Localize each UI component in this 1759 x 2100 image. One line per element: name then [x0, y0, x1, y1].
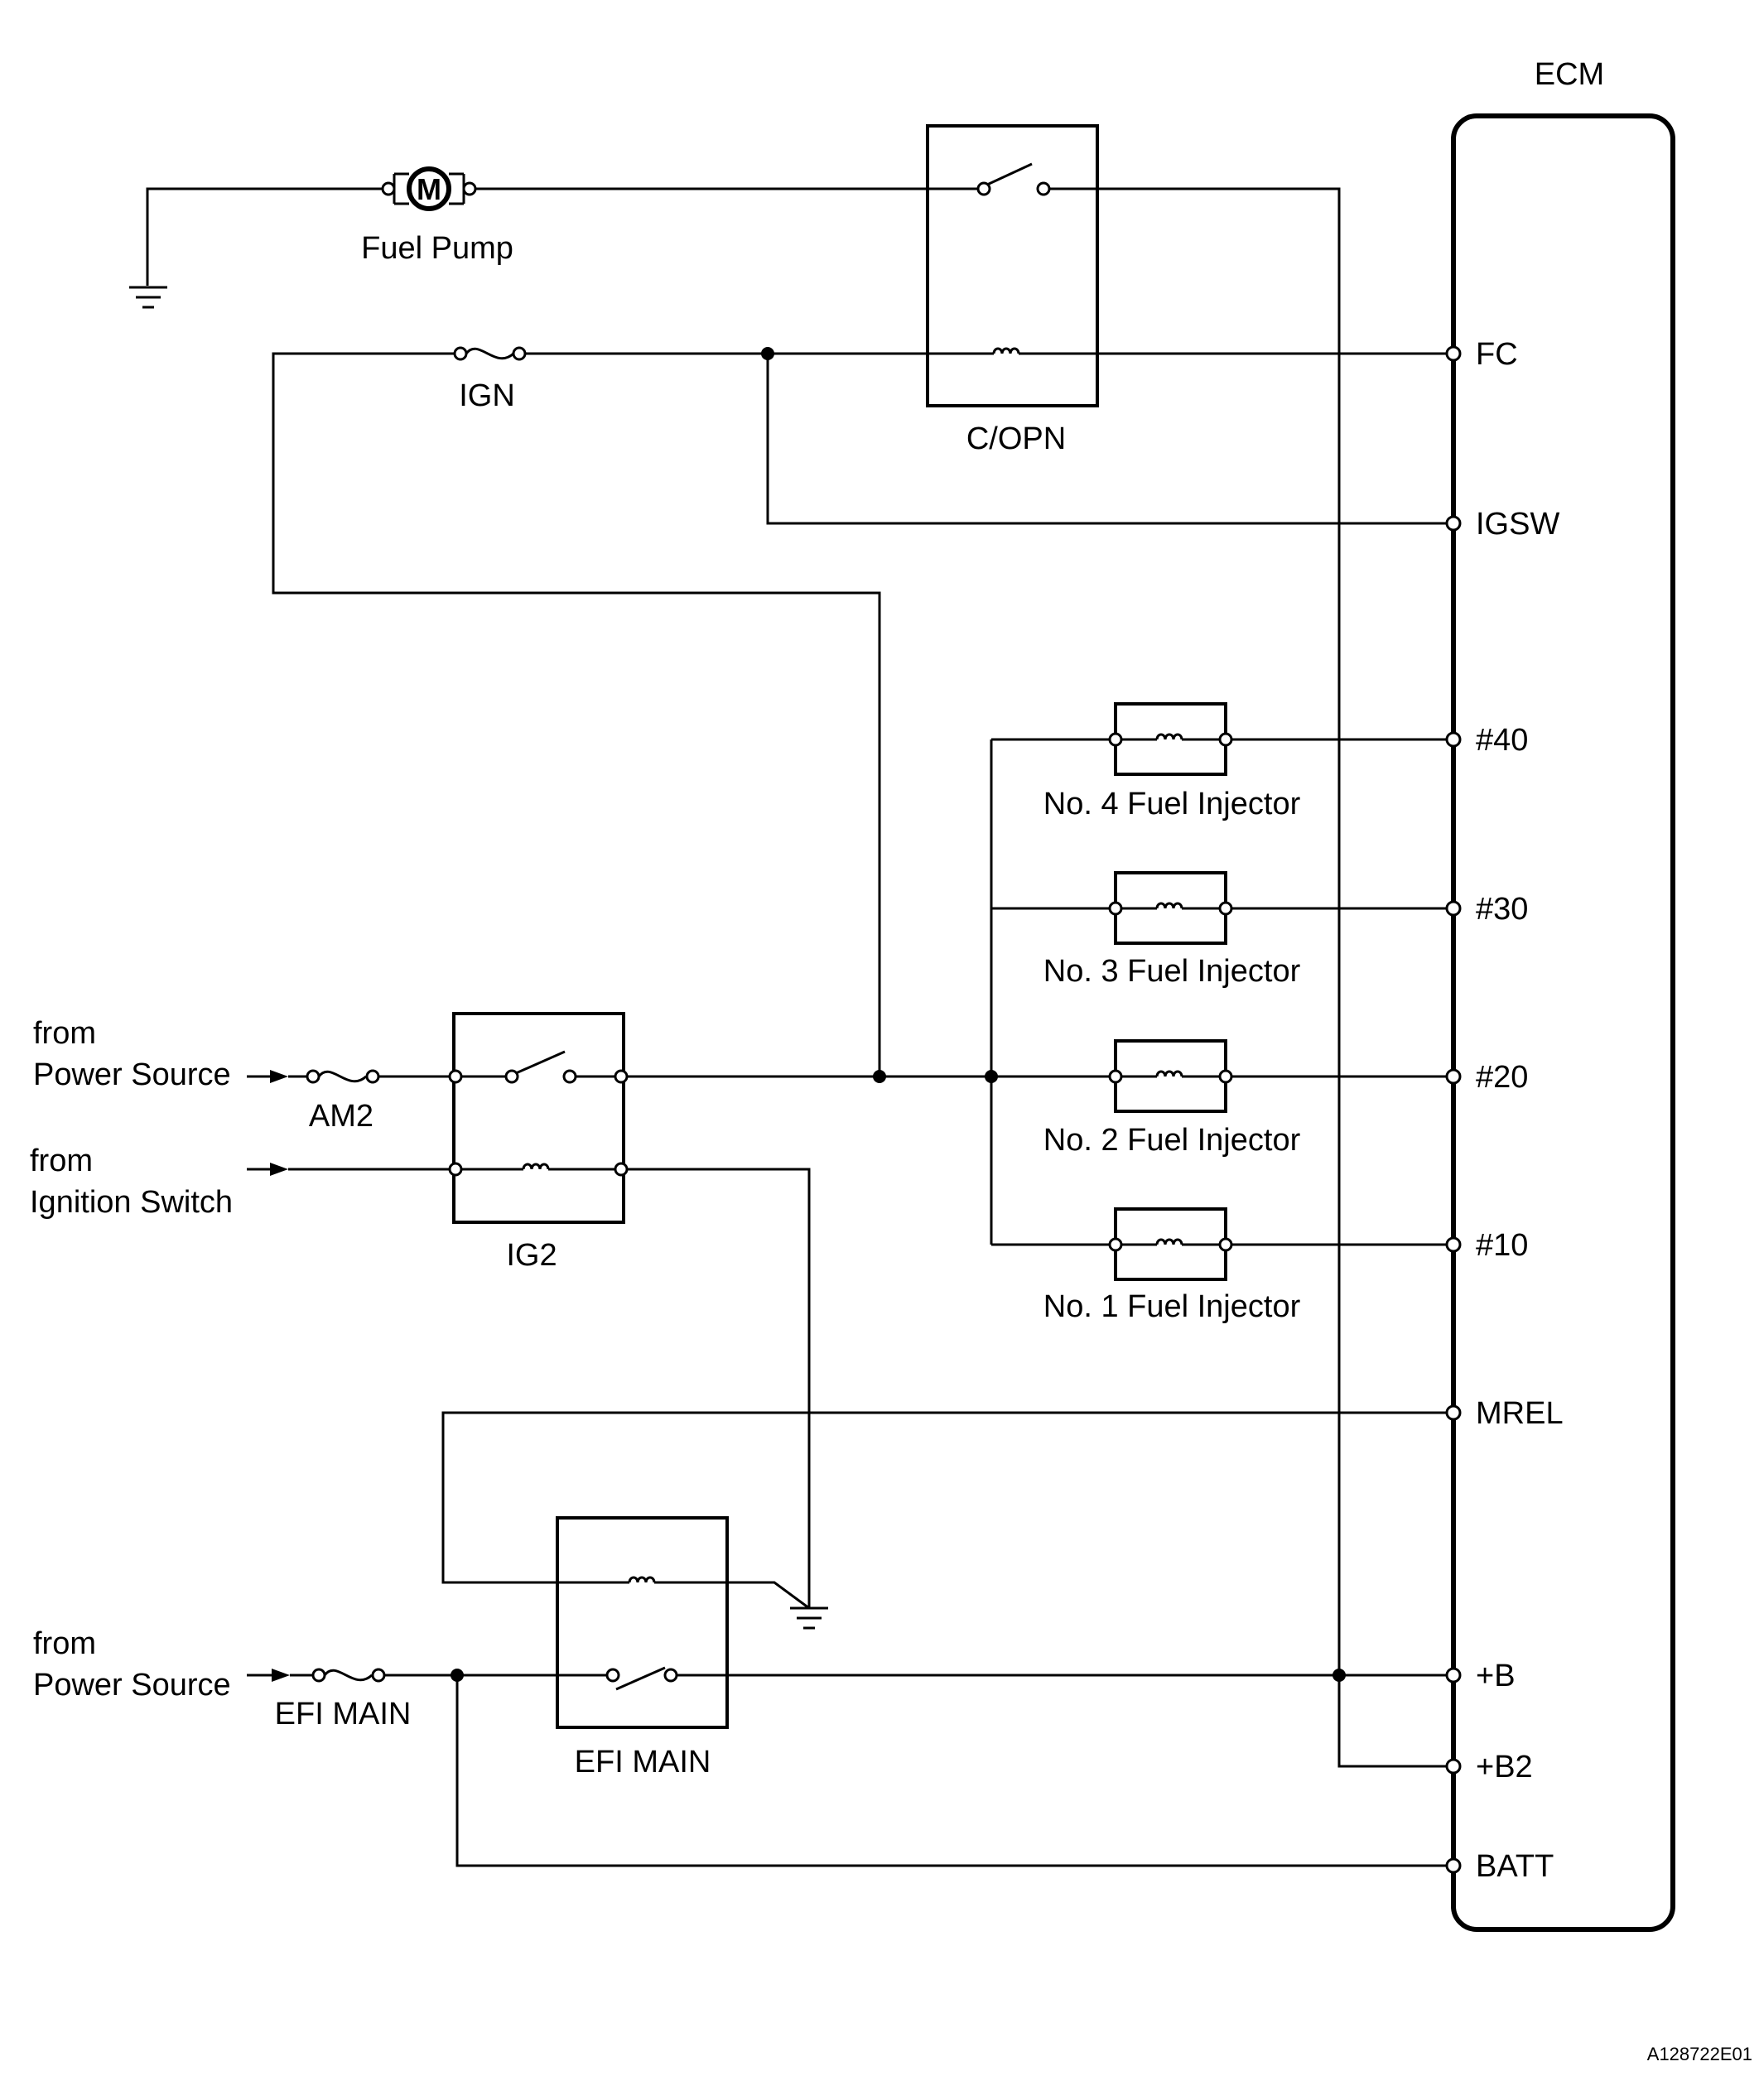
copn-relay-label: C/OPN	[966, 421, 1066, 456]
figure-id: A128722E01	[1647, 2044, 1752, 2064]
power-source-2-label: Power Source	[33, 1668, 231, 1703]
ecm-pin-batt: BATT	[1445, 1849, 1554, 1884]
ign-fuse-label: IGN	[459, 378, 515, 413]
ecm-pin-20: #20	[1445, 1060, 1528, 1095]
svg-text:FC: FC	[1476, 337, 1518, 372]
efi-main-relay-label: EFI MAIN	[575, 1745, 711, 1780]
am2-fuse-label: AM2	[309, 1099, 373, 1134]
fuel-pump-label: Fuel Pump	[361, 231, 513, 266]
ecm-pin-mrel: MREL	[1445, 1396, 1564, 1431]
ecm-pin-b2: +B2	[1445, 1750, 1533, 1785]
injector-no1-label: No. 1 Fuel Injector	[1043, 1289, 1301, 1324]
injector-no1: No. 1 Fuel Injector	[991, 1207, 1448, 1324]
svg-text:IGSW: IGSW	[1476, 507, 1559, 542]
relay-coil-icon	[628, 1576, 656, 1583]
svg-text:#10: #10	[1476, 1228, 1528, 1263]
injector-no4: No. 4 Fuel Injector	[991, 702, 1448, 821]
svg-text:#40: #40	[1476, 723, 1528, 758]
ecm-pin-30: #30	[1445, 892, 1528, 927]
ecm-title: ECM	[1535, 57, 1604, 92]
ign-fuse: IGN	[453, 346, 527, 413]
efi-main-fuse-label: EFI MAIN	[275, 1697, 412, 1732]
svg-text:+B: +B	[1476, 1659, 1516, 1693]
injector-no4-label: No. 4 Fuel Injector	[1043, 787, 1301, 821]
ig2-relay-label: IG2	[506, 1238, 557, 1273]
power-source-1-label: Power Source	[33, 1057, 231, 1092]
svg-text:MREL: MREL	[1476, 1396, 1564, 1431]
ecm-pin-igsw: IGSW	[1445, 507, 1559, 542]
ecm-pin-40: #40	[1445, 723, 1528, 758]
relay-coil-icon	[522, 1163, 550, 1170]
motor-symbol: M	[417, 172, 441, 206]
injector-no2: No. 2 Fuel Injector	[880, 1039, 1448, 1158]
ecm-pin-fc: FC	[1445, 337, 1518, 372]
arrow-icon	[270, 1070, 288, 1083]
arrow-icon	[270, 1163, 288, 1176]
am2-fuse: AM2	[306, 1069, 380, 1134]
svg-text:BATT: BATT	[1476, 1849, 1554, 1884]
power-source-2-from: from	[33, 1626, 96, 1661]
injector-no3-label: No. 3 Fuel Injector	[1043, 954, 1301, 989]
ground-symbol	[790, 1606, 828, 1630]
ignition-switch-label: Ignition Switch	[30, 1185, 233, 1220]
svg-text:+B2: +B2	[1476, 1750, 1533, 1785]
copn-relay: C/OPN	[926, 124, 1099, 456]
svg-text:#20: #20	[1476, 1060, 1528, 1095]
efi-main-relay: EFI MAIN	[556, 1516, 729, 1780]
fuel-pump-circuit: M Fuel Pump	[129, 166, 983, 309]
ecm-box	[1451, 113, 1675, 1932]
injector-no3: No. 3 Fuel Injector	[991, 871, 1448, 989]
power-source-1-from: from	[33, 1016, 96, 1051]
arrow-icon	[272, 1669, 290, 1682]
ig2-relay: IG2	[448, 1012, 629, 1273]
ecm-pin-10: #10	[1445, 1228, 1528, 1263]
efi-main-fuse: EFI MAIN	[275, 1668, 412, 1732]
injector-no2-label: No. 2 Fuel Injector	[1043, 1123, 1301, 1158]
relay-coil-icon	[992, 347, 1020, 354]
ecm-pin-b: +B	[1445, 1659, 1516, 1693]
fuel-pump-motor-icon: M	[381, 166, 477, 211]
ignition-switch-from: from	[30, 1144, 93, 1178]
svg-text:#30: #30	[1476, 892, 1528, 927]
ground-symbol	[129, 286, 167, 309]
